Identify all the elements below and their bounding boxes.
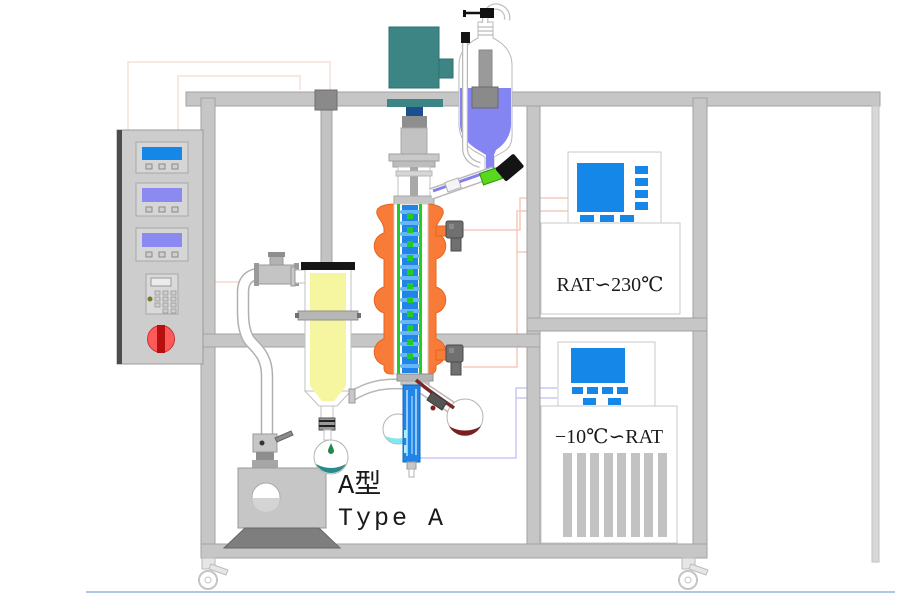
feed-stopcock-icon xyxy=(463,8,494,18)
arm-clamp-icon xyxy=(426,391,448,411)
chiller-range-label: −10℃∽RAT xyxy=(555,426,663,448)
residue-liquid xyxy=(449,426,481,436)
model-label-en: Type A xyxy=(338,504,446,533)
glass-wall-line-left xyxy=(397,204,400,374)
display-screen-2 xyxy=(142,188,182,202)
motor-body xyxy=(388,26,440,89)
keypad xyxy=(145,273,179,315)
pump-body xyxy=(237,467,327,529)
feed-vessel xyxy=(429,3,524,200)
vacuum-line xyxy=(236,267,274,436)
pump-neck-base xyxy=(252,460,278,468)
heater-buttons xyxy=(580,166,648,222)
display-module-3 xyxy=(135,227,189,262)
emergency-stop-button xyxy=(147,325,175,353)
trap-flange-ring xyxy=(297,310,359,321)
trap-top-cap xyxy=(301,262,355,270)
heater-range-label: RAT∽230℃ xyxy=(557,274,664,296)
indicator-led xyxy=(147,296,153,302)
heater-unit: RAT∽230℃ xyxy=(540,151,681,315)
support-frame xyxy=(185,89,881,563)
cabinet-wire-2 xyxy=(177,75,301,130)
cabinet-wire-1 xyxy=(127,61,331,130)
caster-wheel-right xyxy=(678,557,709,590)
chiller-vent-grille xyxy=(563,453,667,537)
trap-neck xyxy=(320,405,334,419)
residue-flask xyxy=(446,398,484,436)
pump-base xyxy=(222,527,342,549)
vacuum-pump xyxy=(222,430,342,549)
chiller-screen xyxy=(571,348,625,383)
glass-wall-line-right xyxy=(419,204,422,374)
feed-liquid xyxy=(460,88,511,171)
trap-receiving-flask xyxy=(313,439,349,475)
support-clamp-icon xyxy=(314,89,338,111)
pump-inlet-valve xyxy=(252,430,294,453)
pump-neck xyxy=(256,452,274,460)
vessel-clamp-icon xyxy=(471,86,499,109)
seal-housing xyxy=(400,127,428,155)
feed-valve-knob xyxy=(495,154,524,182)
inner-condenser xyxy=(402,384,421,478)
pump-window-fill xyxy=(252,498,280,512)
temp-probe-top xyxy=(435,220,464,252)
display-screen-3 xyxy=(142,233,182,247)
transfer-tube xyxy=(348,378,404,404)
drive-motor xyxy=(387,26,454,205)
heater-wire-bottom xyxy=(463,210,568,368)
chiller-unit: −10℃∽RAT xyxy=(540,341,678,544)
motor-junction-box xyxy=(438,58,454,79)
center-tube-dashes xyxy=(407,213,413,359)
display-module-1 xyxy=(135,141,189,174)
display-screen-1 xyxy=(142,147,182,160)
frame-far-right-leg xyxy=(871,105,880,563)
heater-wire-top xyxy=(463,197,568,231)
temp-probe-bottom xyxy=(435,344,464,376)
trap-flask-liquid xyxy=(316,464,346,473)
control-cabinet xyxy=(116,129,204,365)
bottom-flange xyxy=(396,373,434,382)
cabinet-edge xyxy=(117,130,122,364)
evaporator xyxy=(373,203,484,478)
trap-coolant xyxy=(310,273,346,401)
side-port xyxy=(461,32,481,168)
heater-screen xyxy=(577,163,624,212)
model-label: A型 Type A xyxy=(338,469,446,533)
frame-top-bar xyxy=(185,91,881,107)
chiller-buttons xyxy=(572,387,628,405)
cold-trap xyxy=(290,262,361,475)
stirrer-shaft xyxy=(410,167,418,204)
motor-coupling-blue xyxy=(406,107,423,116)
motor-coupling-gray xyxy=(402,116,427,128)
caster-wheel-left xyxy=(198,557,229,590)
motor-mount-plate xyxy=(387,99,443,107)
trap-joint-clip xyxy=(318,417,336,431)
frame-mid-bar-right xyxy=(526,317,708,332)
wiper-discs xyxy=(400,210,420,368)
ground-joint-hatch xyxy=(478,26,493,36)
top-flange xyxy=(388,153,440,162)
residue-drip xyxy=(430,405,436,411)
heater-label-box xyxy=(540,222,681,315)
display-module-2 xyxy=(135,182,189,217)
feed-tube-collar xyxy=(444,177,462,193)
trap-support-pipe xyxy=(320,105,333,267)
green-drop-icon xyxy=(328,443,334,454)
model-label-cn: A型 xyxy=(338,469,381,502)
